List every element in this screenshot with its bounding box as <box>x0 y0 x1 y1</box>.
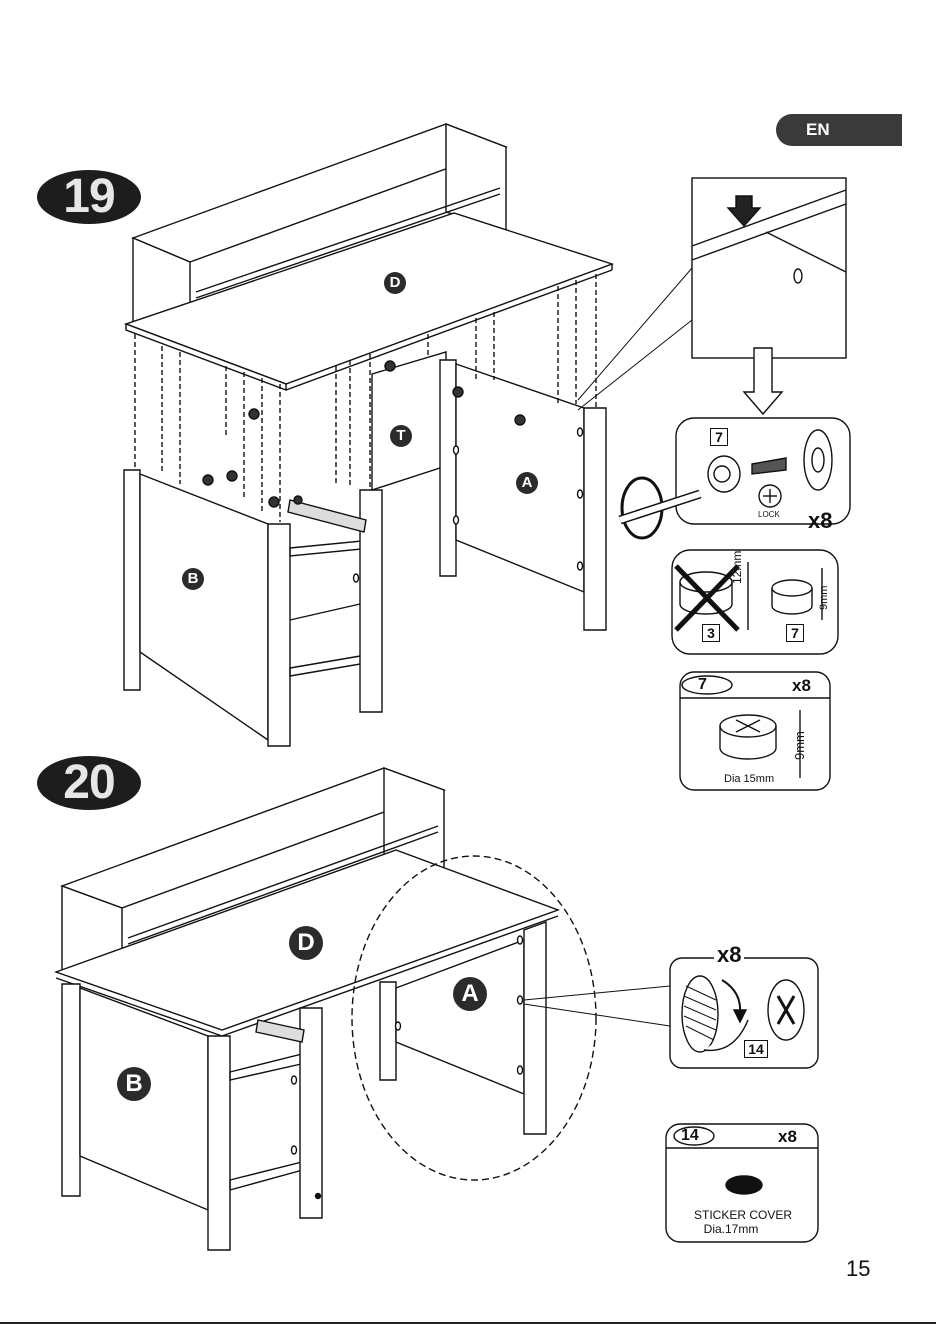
part-label-t: T <box>390 425 412 447</box>
language-tab: EN <box>776 114 902 146</box>
right-part-height: 9mm <box>818 586 830 610</box>
right-part-number: 7 <box>786 624 804 642</box>
part-card-14-name: STICKER COVER <box>676 1208 810 1222</box>
wrong-part-height: 12mm <box>730 551 744 584</box>
step19-desk-drawing <box>124 124 612 746</box>
part-label-a-20: A <box>453 977 487 1011</box>
part-label-d: D <box>384 272 406 294</box>
cam-part-number: 7 <box>710 428 728 446</box>
page-number: 15 <box>846 1256 870 1282</box>
lock-label: LOCK <box>758 510 780 519</box>
part-card-7-diameter: Dia 15mm <box>724 773 774 785</box>
cam-size-comparison <box>672 550 838 654</box>
cam-quantity: x8 <box>808 508 832 534</box>
part-label-b-20: B <box>117 1067 151 1101</box>
part-card-14-diameter: Dia.17mm <box>676 1222 786 1236</box>
part-label-b: B <box>182 568 204 590</box>
part-label-d-20: D <box>289 926 323 960</box>
step20-desk-drawing <box>56 768 670 1250</box>
part-card-14-quantity: x8 <box>778 1127 797 1147</box>
part-card-14-number: 14 <box>681 1127 699 1145</box>
step-20-badge: 20 <box>37 756 141 810</box>
part-label-a: A <box>516 472 538 494</box>
part-card-7-number: 7 <box>698 676 707 694</box>
sticker-part-number: 14 <box>744 1040 768 1058</box>
part-card-7-height: 9mm <box>792 731 807 760</box>
step19-zoom-detail <box>578 178 846 414</box>
sticker-quantity: x8 <box>714 942 744 968</box>
part-card-7-quantity: x8 <box>792 676 811 696</box>
wrong-part-number: 3 <box>702 624 720 642</box>
step-19-badge: 19 <box>37 170 141 224</box>
